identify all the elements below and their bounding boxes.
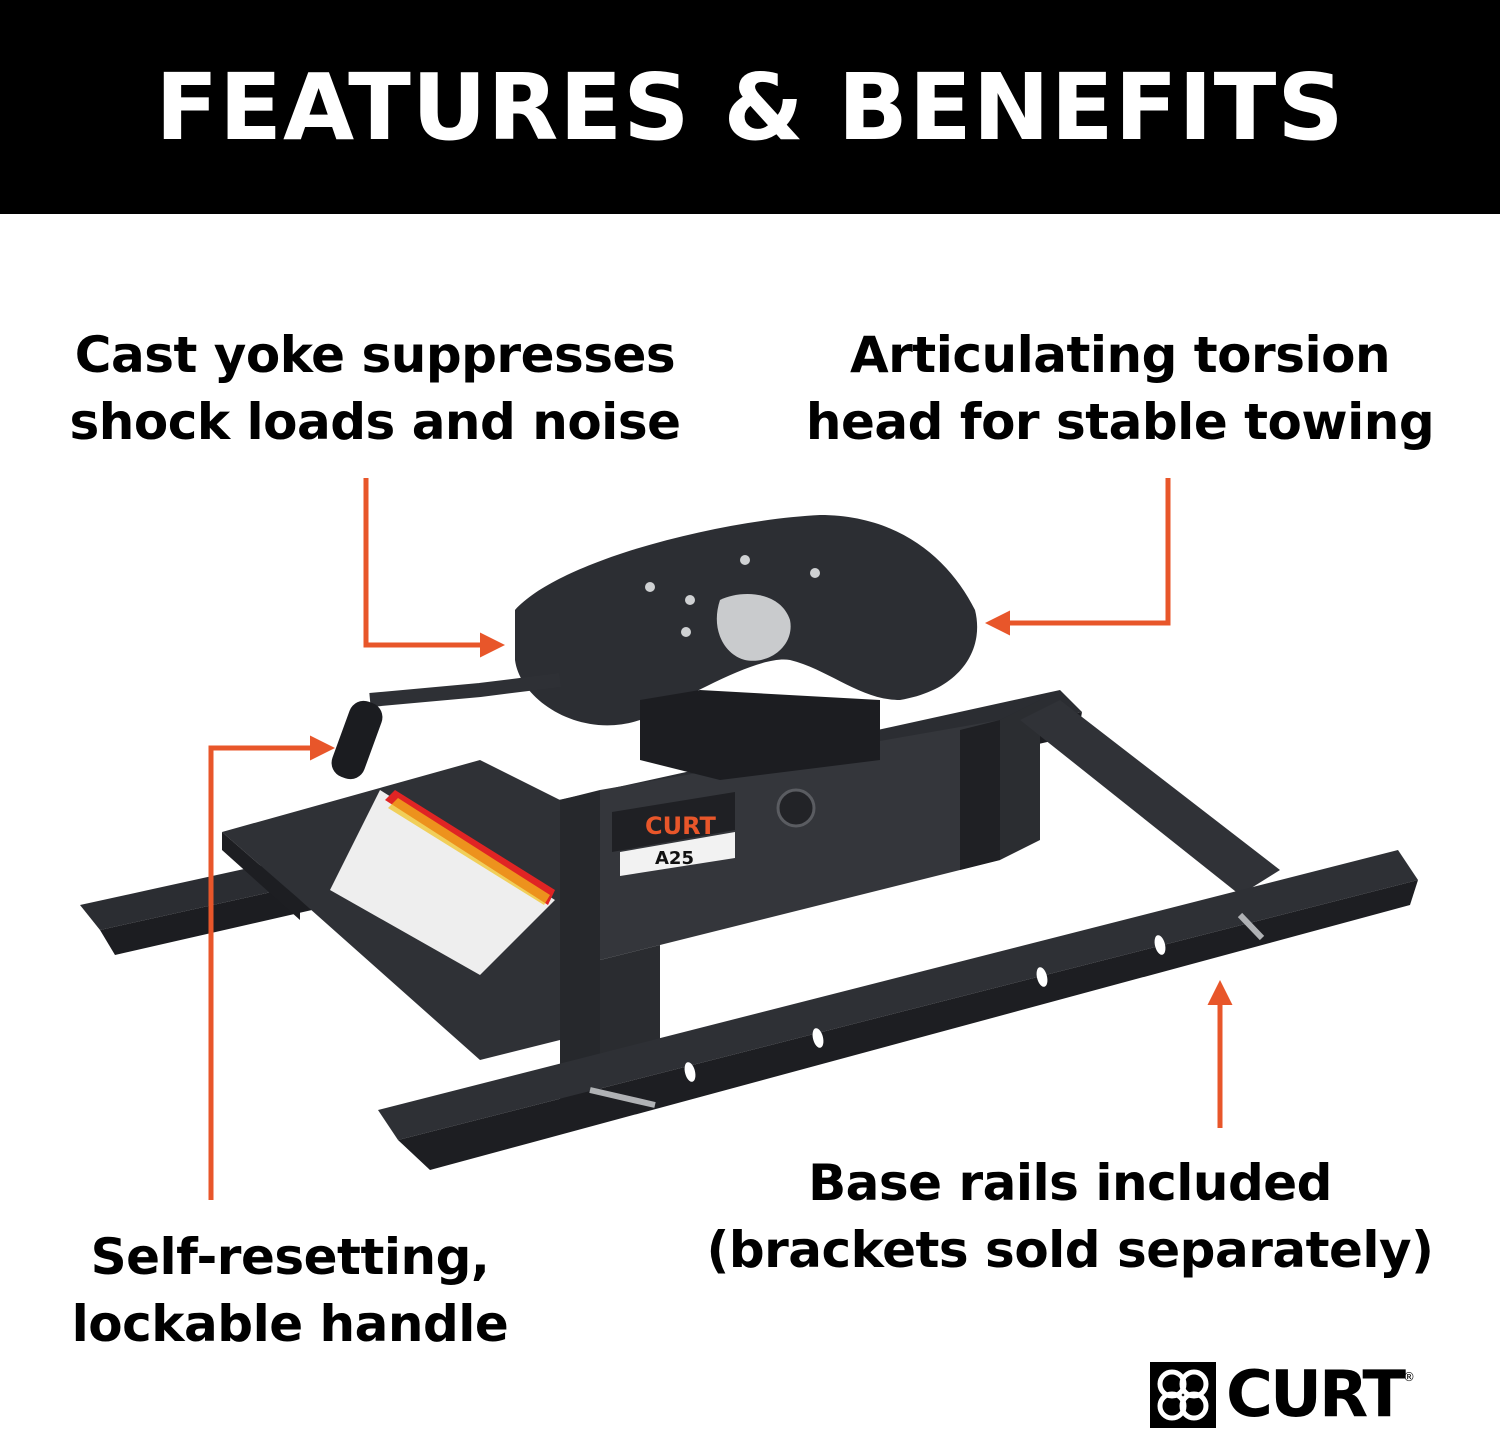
hitch-handle	[331, 673, 561, 780]
curt-logo-icon	[1150, 1362, 1216, 1428]
registered-mark: ®	[1403, 1370, 1415, 1384]
warning-label	[330, 790, 555, 975]
callout-cast-yoke: Cast yoke suppresses shock loads and noi…	[40, 322, 710, 456]
callout-line: (brackets sold separately)	[706, 1221, 1434, 1279]
support-arm	[1020, 700, 1280, 895]
callout-line: shock loads and noise	[69, 393, 681, 451]
product-badge: CURT A25	[612, 792, 735, 876]
arrow-handle	[208, 735, 335, 1200]
hitch-head	[515, 515, 978, 780]
callout-line: Cast yoke suppresses	[74, 326, 676, 384]
callout-line: Self-resetting,	[90, 1228, 490, 1286]
hitch-frame	[560, 700, 1040, 1110]
arrow-cast-yoke	[363, 478, 505, 658]
product-brand-label: CURT	[645, 812, 717, 840]
callout-line: Base rails included	[808, 1154, 1332, 1212]
callout-line: lockable handle	[71, 1295, 509, 1353]
front-base-rail	[378, 850, 1418, 1170]
header-banner: FEATURES & BENEFITS	[0, 0, 1500, 214]
callout-base-rails: Base rails included (brackets sold separ…	[700, 1150, 1440, 1284]
page-title: FEATURES & BENEFITS	[155, 53, 1345, 161]
callout-torsion-head: Articulating torsion head for stable tow…	[790, 322, 1450, 456]
callout-line: head for stable towing	[805, 393, 1435, 451]
brand-name: CURT	[1226, 1358, 1406, 1432]
callout-arrows	[208, 478, 1233, 1200]
callout-line: Articulating torsion	[849, 326, 1391, 384]
callout-handle: Self-resetting, lockable handle	[40, 1224, 540, 1358]
product-model-label: A25	[655, 848, 694, 869]
brand-logo: CURT ®	[1150, 1360, 1415, 1430]
arrow-torsion-head	[985, 478, 1171, 636]
